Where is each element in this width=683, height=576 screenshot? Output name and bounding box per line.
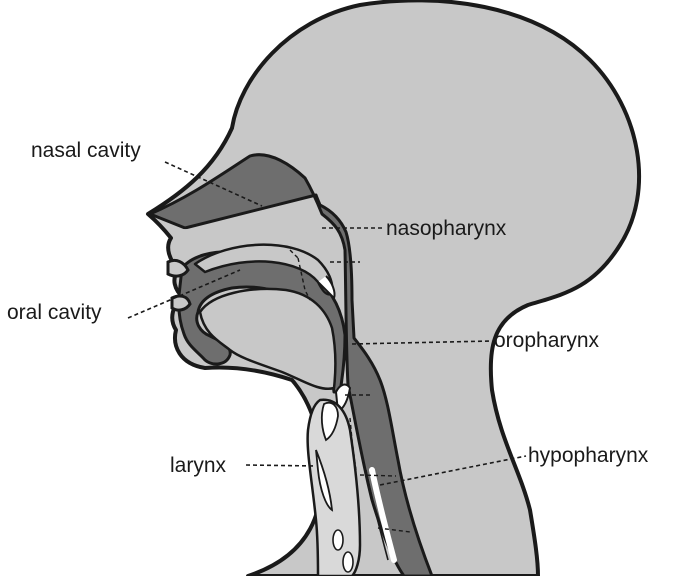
tracheal-ring: [343, 552, 353, 572]
label-oropharynx: oropharynx: [494, 329, 600, 352]
leader-larynx: [246, 465, 316, 466]
label-nasopharynx: nasopharynx: [386, 217, 507, 240]
label-oral-cavity: oral cavity: [7, 301, 102, 324]
label-hypopharynx: hypopharynx: [528, 444, 649, 467]
tracheal-ring: [333, 530, 343, 550]
label-nasal-cavity: nasal cavity: [31, 139, 141, 162]
label-larynx: larynx: [170, 454, 227, 477]
